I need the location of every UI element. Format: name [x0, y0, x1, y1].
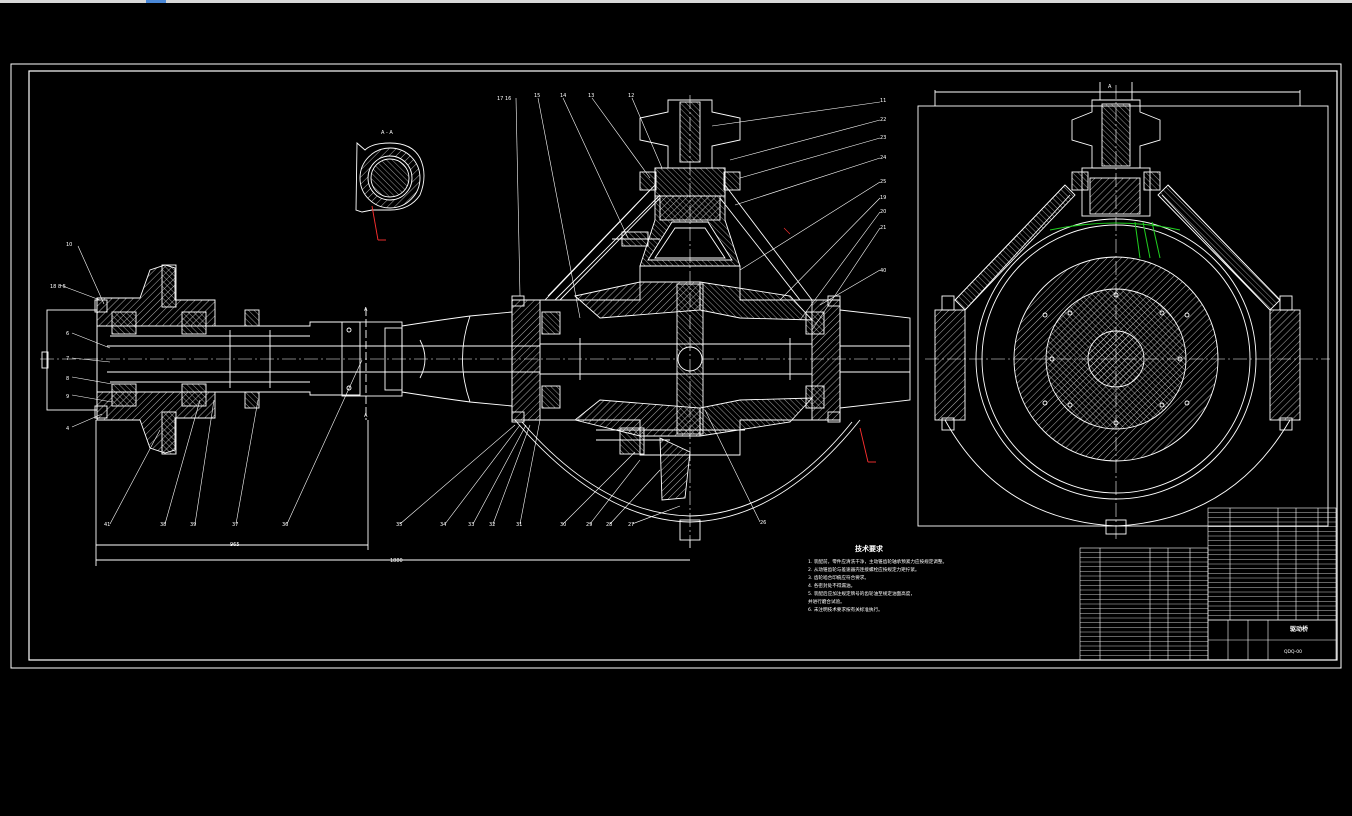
svg-text:22: 22 — [880, 117, 886, 123]
tech-req-title: 技术要求 — [855, 544, 884, 553]
svg-text:21: 21 — [880, 225, 886, 231]
svg-text:27: 27 — [628, 522, 634, 528]
window-title-bar — [0, 0, 1352, 3]
svg-text:9: 9 — [66, 394, 69, 400]
section-marker-a-top: A — [364, 307, 368, 313]
svg-text:38: 38 — [160, 522, 166, 528]
tech-req-line: 3. 齿轮啮合印痕应符合要求。 — [808, 574, 869, 581]
side-view-marker: A — [1108, 84, 1112, 90]
svg-text:41: 41 — [104, 522, 110, 528]
svg-text:25: 25 — [880, 179, 886, 185]
svg-text:20: 20 — [880, 209, 886, 215]
part-leaders — [59, 97, 881, 525]
svg-text:31: 31 — [516, 522, 522, 528]
side-view — [917, 82, 1330, 540]
tech-req-line: 1. 装配前，零件应清洗干净，主动锥齿轮轴承预紧力应按规定调整。 — [808, 558, 947, 565]
main-section-view — [40, 95, 911, 566]
svg-text:4: 4 — [66, 426, 69, 432]
svg-text:8: 8 — [66, 376, 69, 382]
svg-text:6: 6 — [66, 331, 69, 337]
svg-text:1880: 1880 — [390, 558, 403, 564]
title-block-code: QDQ-00 — [1284, 649, 1302, 655]
svg-text:10: 10 — [66, 242, 72, 248]
svg-text:40: 40 — [880, 268, 886, 274]
section-detail-a-a — [355, 142, 425, 241]
svg-text:29: 29 — [586, 522, 592, 528]
svg-text:30: 30 — [560, 522, 566, 528]
svg-text:13: 13 — [588, 93, 594, 99]
sheet-border — [10, 63, 1342, 669]
svg-text:23: 23 — [880, 135, 886, 141]
svg-text:32: 32 — [489, 522, 495, 528]
active-tab-indicator[interactable] — [146, 0, 166, 3]
svg-text:15: 15 — [534, 93, 540, 99]
parts-list-rows — [1080, 512, 1336, 656]
tech-req-line: 2. 从动锥齿轮与差速器壳连接螺栓应按规定力矩拧紧。 — [808, 566, 920, 573]
green-gear-teeth — [1049, 221, 1181, 259]
svg-text:11: 11 — [880, 98, 886, 104]
svg-text:37: 37 — [232, 522, 238, 528]
svg-text:28: 28 — [606, 522, 612, 528]
svg-text:35: 35 — [396, 522, 402, 528]
tech-req-line: 4. 各密封处不得漏油。 — [808, 582, 855, 589]
parts-list-table — [1079, 507, 1337, 661]
svg-text:12: 12 — [628, 93, 634, 99]
part-number-labels: 10 18 8 5 6 7 8 9 4 41 38 39 37 36 35 34 33 32 31 3… — [50, 93, 886, 564]
svg-text:34: 34 — [440, 522, 446, 528]
technical-requirements: 技术要求 1. 装配前，零件应清洗干净，主动锥齿轮轴承预紧力应按规定调整。 2.… — [808, 544, 947, 613]
svg-text:33: 33 — [468, 522, 474, 528]
svg-text:18 8 5: 18 8 5 — [50, 284, 66, 290]
svg-text:14: 14 — [560, 93, 566, 99]
svg-text:17 16: 17 16 — [497, 96, 511, 102]
tech-req-line: 6. 未注明技术要求按有关标准执行。 — [808, 606, 883, 613]
svg-text:26: 26 — [760, 520, 766, 526]
red-detail-marker — [859, 427, 876, 463]
svg-text:36: 36 — [282, 522, 288, 528]
tech-req-line: 并进行磨合试验。 — [808, 598, 845, 605]
title-block-name: 驱动桥 — [1290, 625, 1309, 633]
svg-text:7: 7 — [66, 356, 69, 362]
svg-text:24: 24 — [880, 155, 886, 161]
tech-req-line: 5. 装配后应加注规定牌号的齿轮油至规定油面高度， — [808, 590, 915, 597]
svg-text:965: 965 — [230, 542, 240, 548]
svg-text:19: 19 — [880, 195, 886, 201]
svg-text:39: 39 — [190, 522, 196, 528]
section-a-a-label: A - A — [381, 130, 393, 136]
section-marker-a-bottom: A — [364, 413, 368, 419]
